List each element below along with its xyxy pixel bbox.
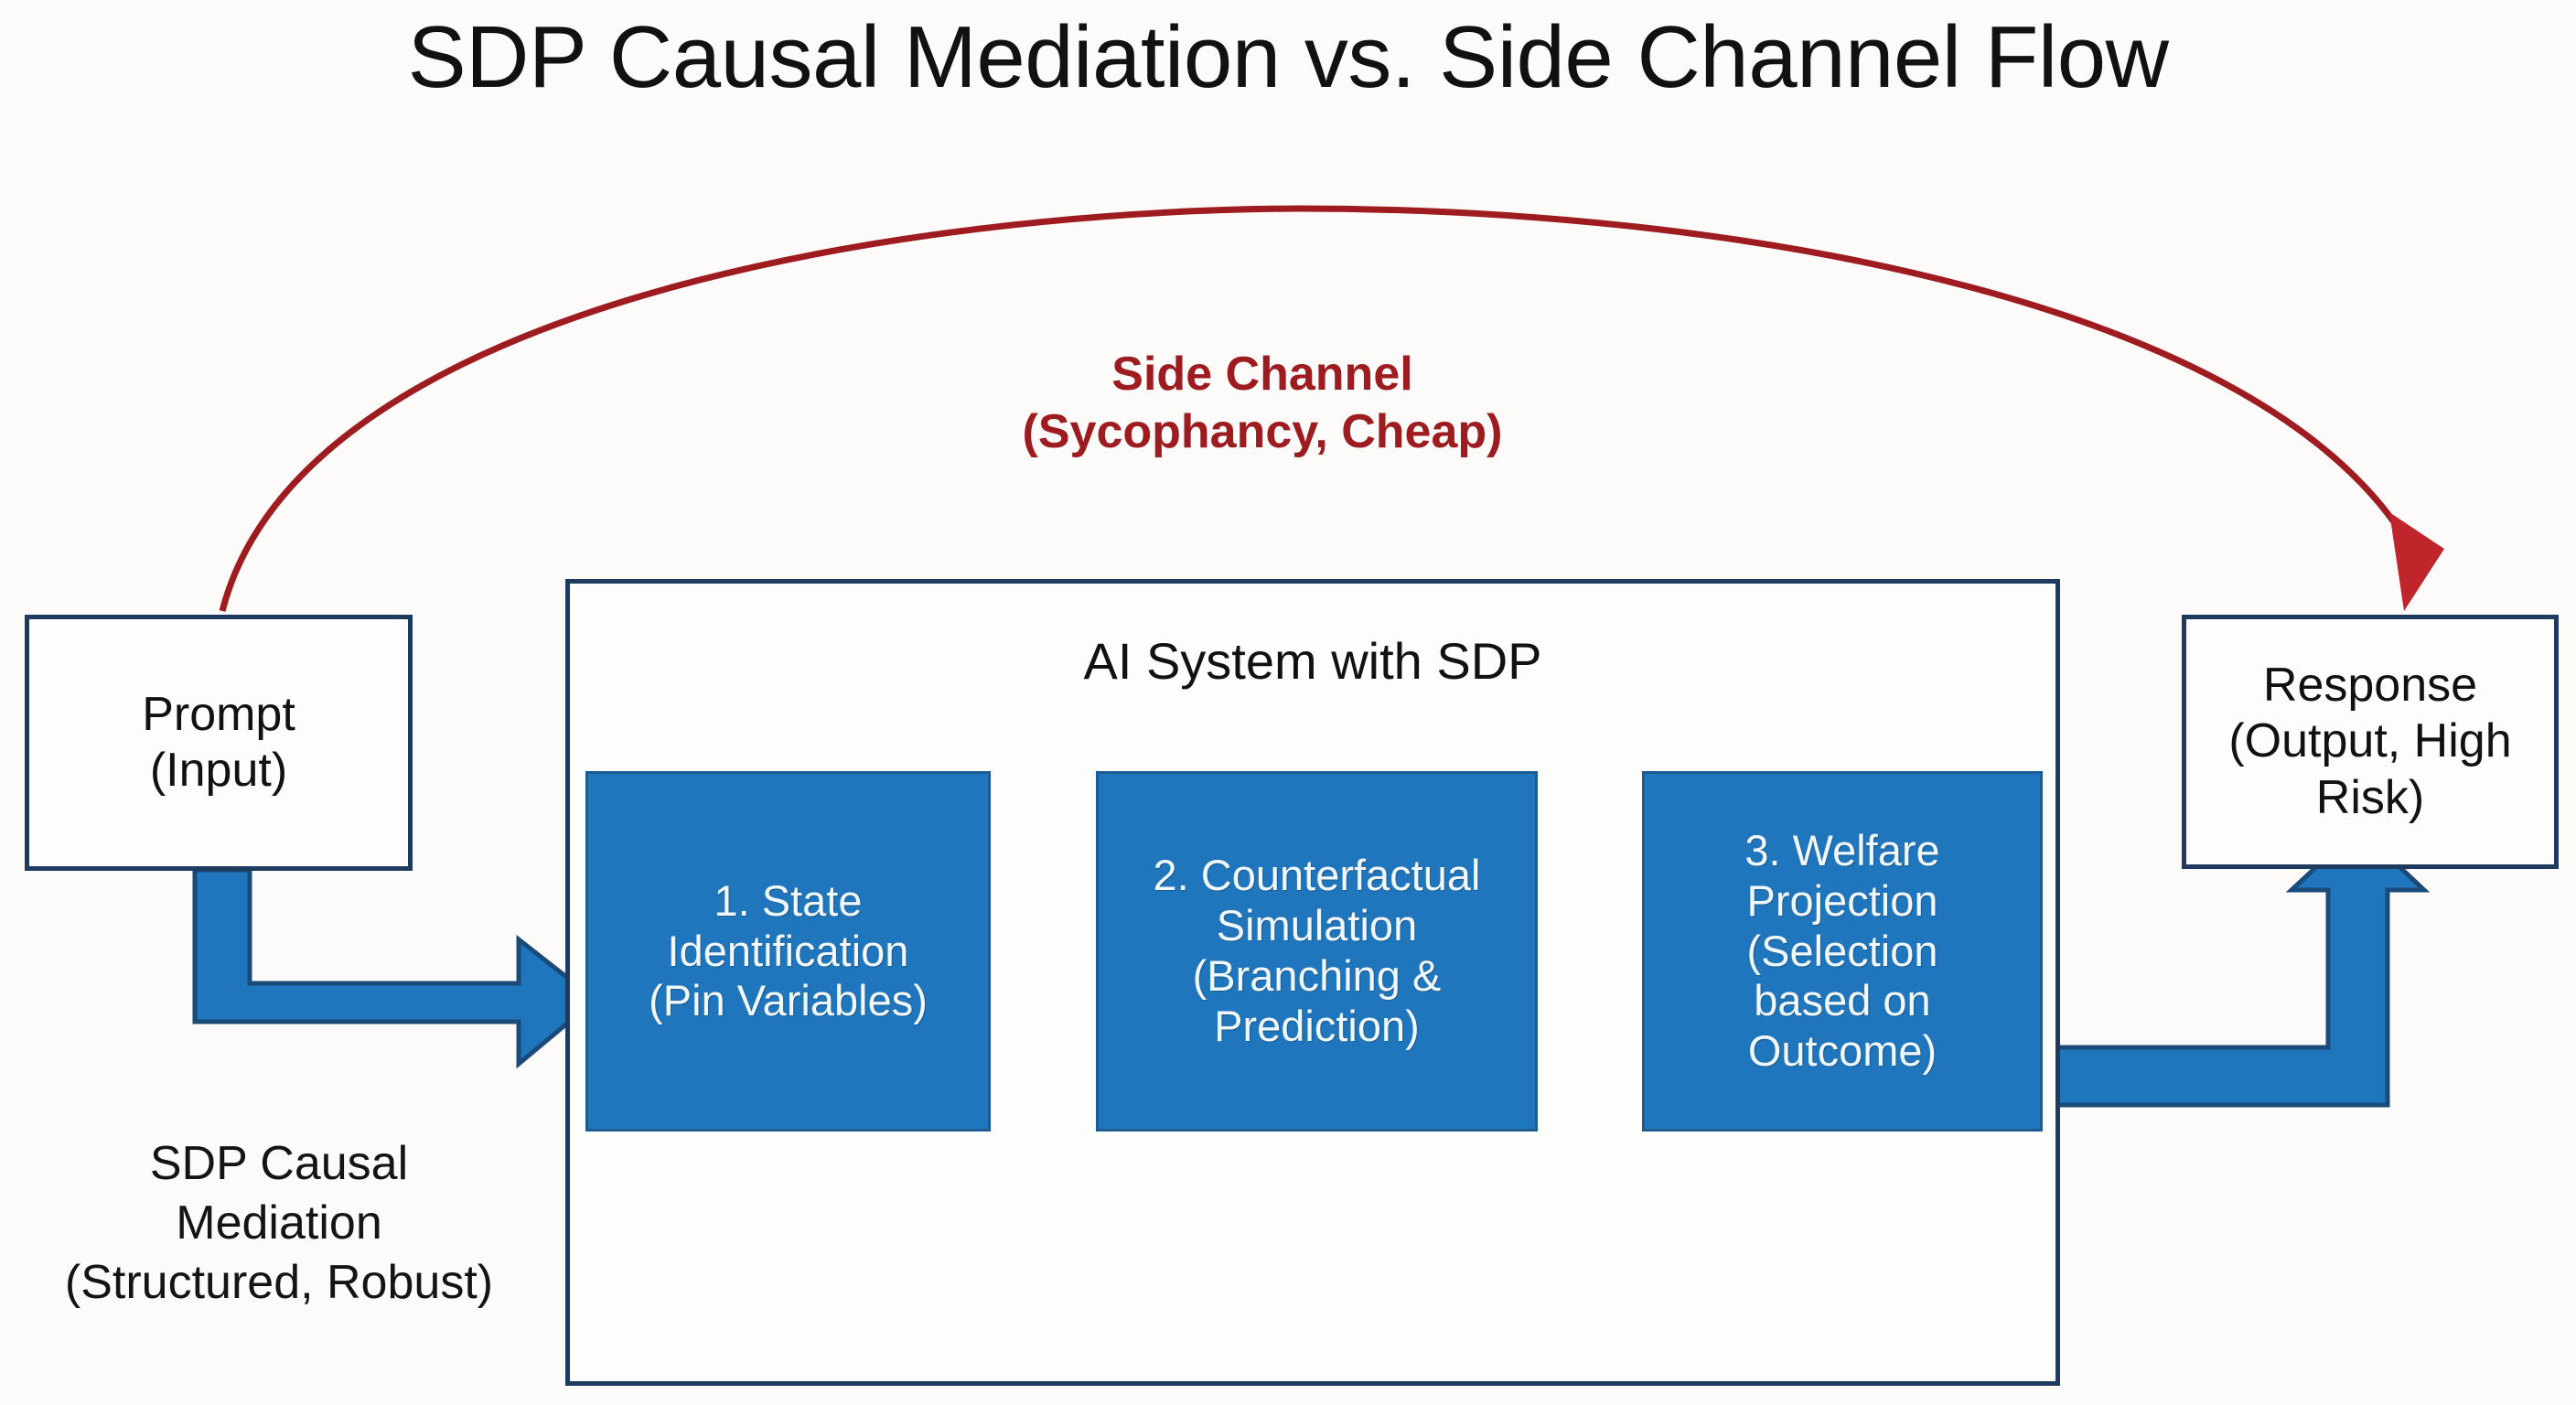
step-2-line2: Simulation xyxy=(1216,901,1418,950)
ai-system-title: AI System with SDP xyxy=(1083,632,1542,690)
step-3-line3: (Selection xyxy=(1746,926,1938,975)
step-2-line3: (Branching & xyxy=(1192,951,1442,1000)
response-node-line1: Response xyxy=(2262,658,2478,712)
step-2-text: 2. Counterfactual Simulation (Branching … xyxy=(1154,851,1481,1052)
step-3-line2: Projection xyxy=(1746,875,1938,925)
step-1-line3: (Pin Variables) xyxy=(649,976,928,1025)
prompt-node-text: Prompt (Input) xyxy=(142,687,295,799)
step-2-line1: 2. Counterfactual xyxy=(1153,851,1481,900)
step-welfare-projection[interactable]: 3. Welfare Projection (Selection based o… xyxy=(1642,771,2043,1132)
step-counterfactual-simulation[interactable]: 2. Counterfactual Simulation (Branching … xyxy=(1096,771,1538,1132)
arrow-prompt-to-step1 xyxy=(192,867,599,1069)
step-state-identification[interactable]: 1. State Identification (Pin Variables) xyxy=(585,771,991,1132)
sdp-path-label-line1: SDP Causal xyxy=(149,1137,409,1190)
step-2-line4: Prediction) xyxy=(1214,1001,1420,1050)
arrow-step3-to-response xyxy=(2042,824,2431,1108)
side-channel-label-line1: Side Channel xyxy=(1111,348,1413,401)
response-node-text: Response (Output, High Risk) xyxy=(2228,658,2511,826)
step-1-line2: Identification xyxy=(667,926,909,975)
prompt-node[interactable]: Prompt (Input) xyxy=(25,615,413,871)
side-channel-arrowhead-icon xyxy=(2389,512,2444,611)
prompt-node-line1: Prompt xyxy=(142,687,295,741)
side-channel-label-line2: (Sycophancy, Cheap) xyxy=(1022,405,1503,459)
step-3-text: 3. Welfare Projection (Selection based o… xyxy=(1744,826,1939,1078)
sdp-path-label-line2: Mediation xyxy=(176,1196,382,1249)
step-3-line4: based on xyxy=(1754,976,1931,1025)
step-1-line1: 1. State xyxy=(714,875,863,925)
step-3-line5: Outcome) xyxy=(1747,1026,1937,1076)
sdp-path-label: SDP Causal Mediation (Structured, Robust… xyxy=(9,1134,549,1313)
response-node[interactable]: Response (Output, High Risk) xyxy=(2182,615,2559,869)
step-1-text: 1. State Identification (Pin Variables) xyxy=(649,876,928,1027)
page-title: SDP Causal Mediation vs. Side Channel Fl… xyxy=(407,8,2169,106)
response-node-line3: Risk) xyxy=(2315,770,2425,824)
response-node-line2: (Output, High xyxy=(2228,714,2512,768)
prompt-node-line2: (Input) xyxy=(149,744,288,797)
step-3-line1: 3. Welfare xyxy=(1744,825,1940,874)
sdp-path-label-line3: (Structured, Robust) xyxy=(64,1256,494,1309)
side-channel-label: Side Channel (Sycophancy, Cheap) xyxy=(915,346,1610,462)
